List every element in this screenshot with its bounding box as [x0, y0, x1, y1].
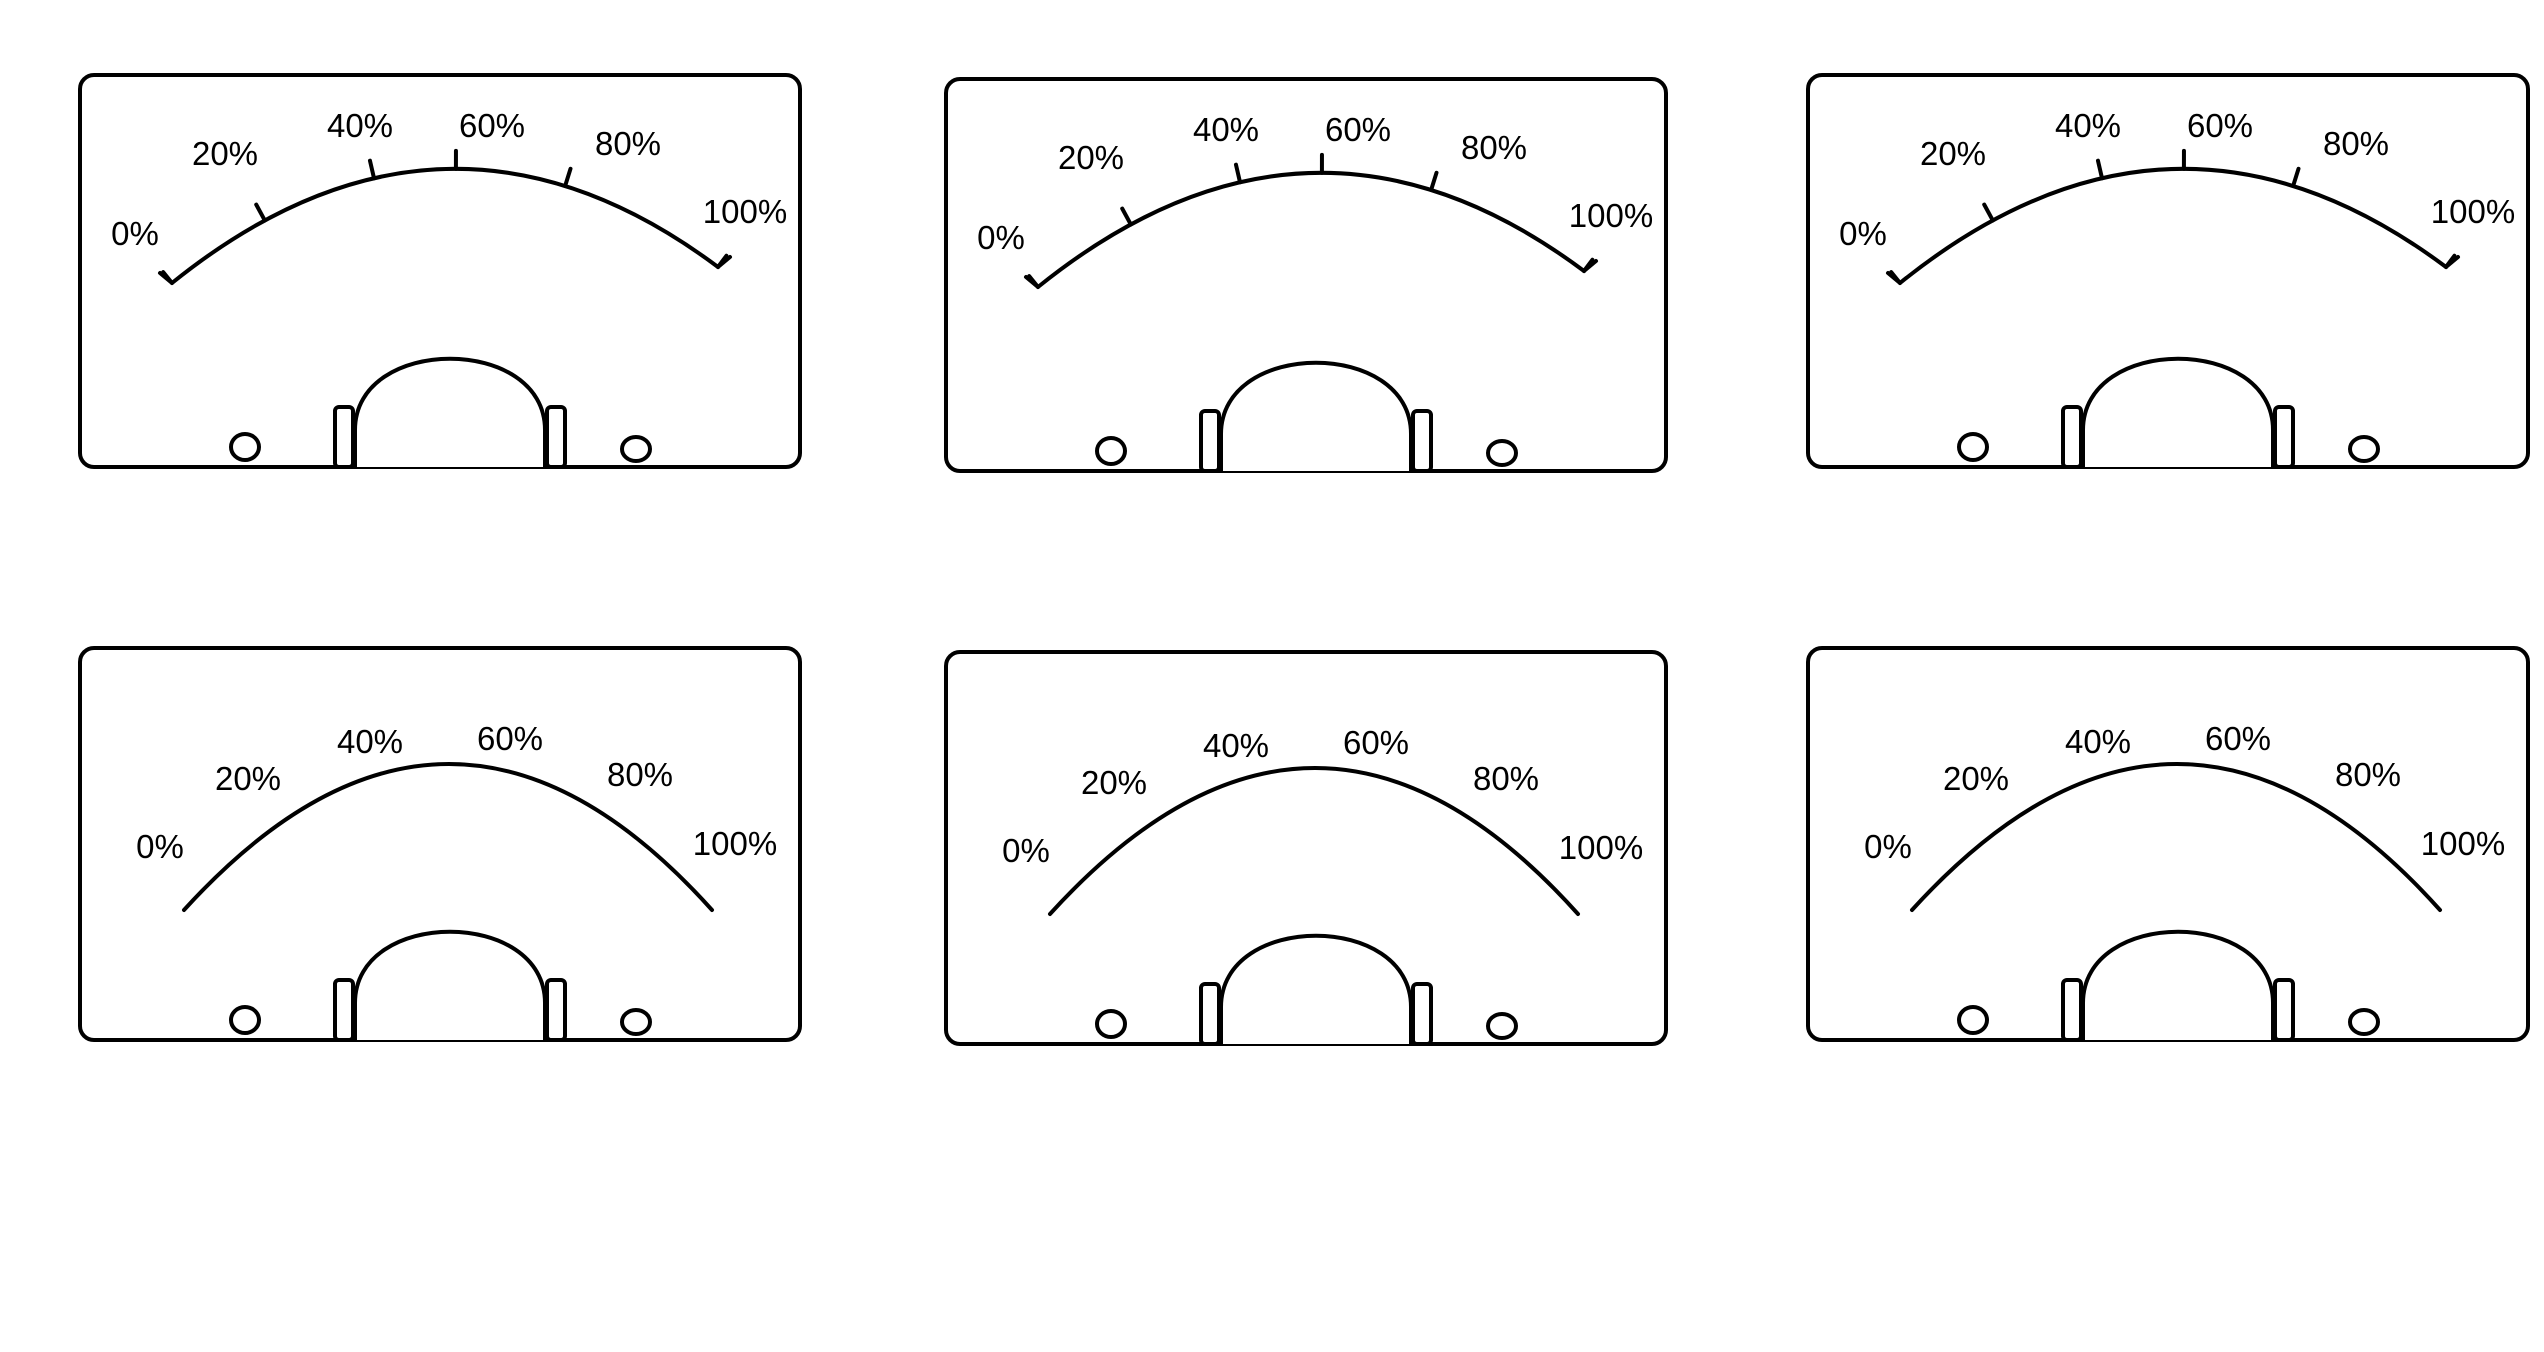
meter-face-r1c3: 0% 20% 40% 60% 80% 100% — [1806, 73, 2530, 469]
scale-label: 80% — [2335, 756, 2401, 793]
scale-label: 40% — [337, 723, 403, 760]
scale-label: 80% — [1461, 129, 1527, 166]
left-screw-hole — [1095, 436, 1127, 466]
scale-label: 80% — [2323, 125, 2389, 162]
right-screw-hole — [2348, 435, 2380, 463]
meter-face-r2c1: 0% 20% 40% 60% 80% 100% — [78, 646, 802, 1042]
scale-end-tick — [2444, 255, 2460, 269]
scale-tick — [2095, 158, 2105, 181]
scale-label: 100% — [2431, 193, 2515, 230]
scale-label: 100% — [703, 193, 787, 230]
left-post — [1199, 409, 1221, 473]
left-screw-hole — [1095, 1009, 1127, 1039]
left-post — [333, 405, 355, 469]
left-screw-hole — [1957, 432, 1989, 462]
movement-dome — [1219, 360, 1413, 471]
left-screw-hole — [229, 432, 261, 462]
scale-label: 40% — [2055, 107, 2121, 144]
left-screw-hole — [1957, 1005, 1989, 1035]
scale-label: 100% — [1559, 829, 1643, 866]
scale-tick — [1429, 170, 1439, 193]
scale-arc — [1036, 171, 1586, 289]
scale-arc — [170, 167, 720, 285]
meter-face-r2c3: 0% 20% 40% 60% 80% 100% — [1806, 646, 2530, 1042]
scale-label: 0% — [1002, 832, 1050, 869]
right-screw-hole — [1486, 439, 1518, 467]
scale-label: 0% — [1864, 828, 1912, 865]
scale-label: 100% — [693, 825, 777, 862]
scale-label: 0% — [977, 219, 1025, 256]
scale-label: 100% — [1569, 197, 1653, 234]
scale-label: 20% — [1081, 764, 1147, 801]
scale-label: 20% — [1058, 139, 1124, 176]
right-post — [2273, 978, 2295, 1042]
meter-face-r1c1: 0% 20% 40% 60% 80% 100% — [78, 73, 802, 469]
movement-dome — [353, 929, 547, 1040]
scale-end-tick — [1886, 271, 1902, 285]
scale-label: 60% — [1325, 111, 1391, 148]
right-post — [545, 405, 567, 469]
left-post — [1199, 982, 1221, 1046]
scale-label: 60% — [1343, 724, 1409, 761]
left-screw-hole — [229, 1005, 261, 1035]
scale-tick — [1982, 202, 1995, 223]
scale-label: 80% — [607, 756, 673, 793]
meter-face-r2c2: 0% 20% 40% 60% 80% 100% — [944, 650, 1668, 1046]
scale-tick — [2291, 166, 2301, 189]
movement-dome — [2081, 929, 2275, 1040]
scale-end-tick — [716, 255, 732, 269]
left-post — [2061, 405, 2083, 469]
scale-label: 40% — [327, 107, 393, 144]
movement-dome — [1219, 933, 1413, 1044]
scale-label: 60% — [2205, 720, 2271, 757]
scale-label: 80% — [1473, 760, 1539, 797]
right-screw-hole — [2348, 1008, 2380, 1036]
left-post — [333, 978, 355, 1042]
scale-label: 100% — [2421, 825, 2505, 862]
scale-label: 60% — [477, 720, 543, 757]
scale-end-tick — [1582, 259, 1598, 273]
scale-label: 80% — [595, 125, 661, 162]
scale-arc — [1048, 766, 1580, 916]
scale-label: 40% — [1203, 727, 1269, 764]
scale-label: 20% — [215, 760, 281, 797]
right-screw-hole — [620, 1008, 652, 1036]
scale-arc — [1898, 167, 2448, 285]
scale-arc — [1910, 762, 2442, 912]
scale-label: 0% — [111, 215, 159, 252]
scale-tick — [1120, 206, 1133, 227]
scale-tick — [254, 202, 267, 223]
right-screw-hole — [1486, 1012, 1518, 1040]
right-post — [545, 978, 567, 1042]
right-screw-hole — [620, 435, 652, 463]
scale-label: 20% — [1943, 760, 2009, 797]
scale-label: 0% — [1839, 215, 1887, 252]
scale-label: 20% — [192, 135, 258, 172]
scale-label: 0% — [136, 828, 184, 865]
scale-tick — [563, 166, 573, 189]
right-post — [2273, 405, 2295, 469]
scale-end-tick — [1024, 275, 1040, 289]
right-post — [1411, 409, 1433, 473]
scale-arc — [182, 762, 714, 912]
scale-tick — [367, 158, 377, 181]
scale-tick — [1233, 162, 1243, 185]
movement-dome — [353, 356, 547, 467]
right-post — [1411, 982, 1433, 1046]
meter-face-r1c2: 0% 20% 40% 60% 80% 100% — [944, 77, 1668, 473]
movement-dome — [2081, 356, 2275, 467]
left-post — [2061, 978, 2083, 1042]
scale-label: 60% — [2187, 107, 2253, 144]
scale-label: 20% — [1920, 135, 1986, 172]
scale-label: 40% — [2065, 723, 2131, 760]
scale-end-tick — [158, 271, 174, 285]
scale-label: 60% — [459, 107, 525, 144]
scale-label: 40% — [1193, 111, 1259, 148]
